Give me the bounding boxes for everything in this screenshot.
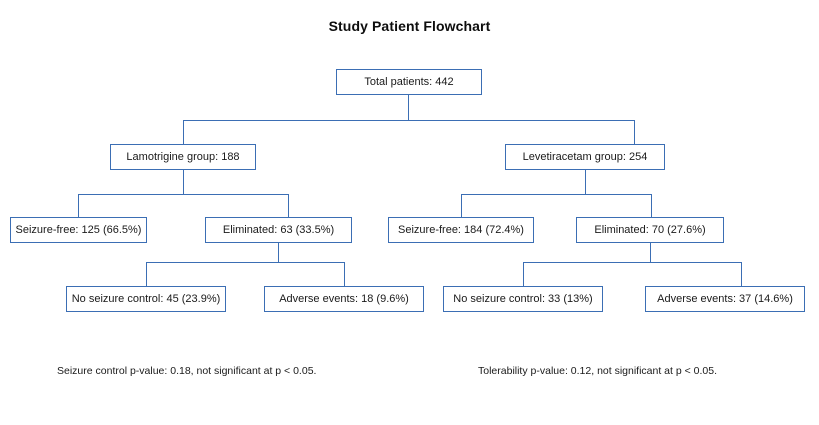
connector-to-right-seizure-free [461,194,462,217]
connector-root-stem [408,95,409,120]
node-right-seizure-free: Seizure-free: 184 (72.4%) [388,217,534,243]
node-right-eliminated: Eliminated: 70 (27.6%) [576,217,724,243]
connector-right-eliminated-bar [523,262,741,263]
connector-to-right-adverse-events [741,262,742,286]
connector-to-levetiracetam [634,120,635,144]
connector-to-left-seizure-free [78,194,79,217]
connector-level1-bar [183,120,634,121]
connector-to-left-no-seizure-control [146,262,147,286]
connector-lamotrigine-bar [78,194,288,195]
node-left-eliminated: Eliminated: 63 (33.5%) [205,217,352,243]
connector-to-right-eliminated [651,194,652,217]
connector-to-right-no-seizure-control [523,262,524,286]
connector-left-eliminated-stem [278,243,279,262]
node-left-adverse-events: Adverse events: 18 (9.6%) [264,286,424,312]
node-left-no-seizure-control: No seizure control: 45 (23.9%) [66,286,226,312]
connector-to-lamotrigine [183,120,184,144]
connector-levetiracetam-bar [461,194,651,195]
connector-to-left-adverse-events [344,262,345,286]
page-title: Study Patient Flowchart [328,18,491,34]
note-seizure-control-pvalue: Seizure control p-value: 0.18, not signi… [57,365,317,377]
node-levetiracetam-group: Levetiracetam group: 254 [505,144,665,170]
connector-right-eliminated-stem [650,243,651,262]
connector-lamotrigine-stem [183,170,184,194]
node-right-no-seizure-control: No seizure control: 33 (13%) [443,286,603,312]
node-total-patients: Total patients: 442 [336,69,482,95]
note-tolerability-pvalue: Tolerability p-value: 0.12, not signific… [478,365,718,377]
node-right-adverse-events: Adverse events: 37 (14.6%) [645,286,805,312]
connector-to-left-eliminated [288,194,289,217]
connector-left-eliminated-bar [146,262,344,263]
node-left-seizure-free: Seizure-free: 125 (66.5%) [10,217,147,243]
connector-levetiracetam-stem [585,170,586,194]
node-lamotrigine-group: Lamotrigine group: 188 [110,144,256,170]
